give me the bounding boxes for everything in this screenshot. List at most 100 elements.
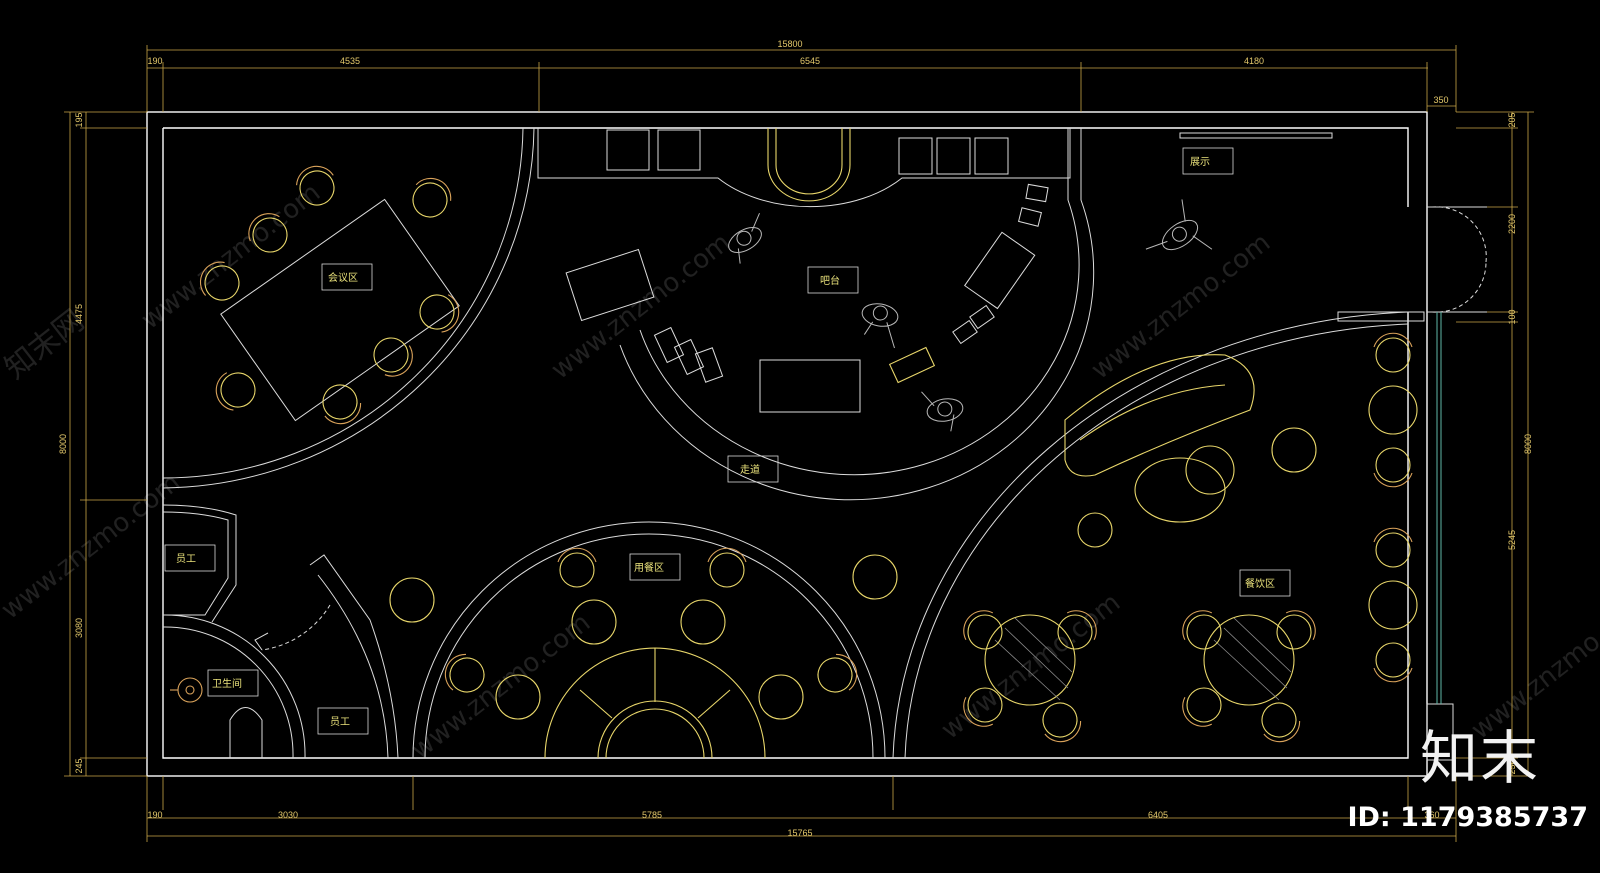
dim-top-seg: 4535: [340, 56, 360, 66]
dim-top-right: 350: [1433, 95, 1448, 105]
dim-bottom-seg: 360: [1424, 810, 1439, 820]
chair: [1373, 332, 1413, 373]
banquette-inner-edge: [605, 708, 705, 759]
outer-wall: [146, 111, 1428, 777]
watermark-text: www.znzmo.com: [0, 468, 186, 626]
toilet: [229, 707, 263, 758]
dining-table: [495, 674, 541, 720]
restroom-arc-inner: [162, 626, 294, 759]
meeting-table: [220, 198, 460, 422]
label-bar: 吧台: [820, 274, 840, 287]
dim-left-total: 8000: [58, 434, 68, 454]
dining-area: [389, 547, 898, 759]
banquette-dividers: [579, 648, 731, 719]
chair: [444, 653, 485, 693]
left-dim-lines: [64, 111, 147, 777]
dim-bottom-seg: 190: [147, 810, 162, 820]
watermark-text: www.znzmo.com: [936, 588, 1126, 746]
chair: [1057, 610, 1097, 650]
label-staff-bottom: 员工: [330, 716, 350, 728]
dim-right-total: 8000: [1523, 434, 1533, 454]
dining-table: [852, 554, 898, 600]
bar-niche-inner: [775, 128, 843, 195]
chair: [707, 547, 747, 588]
bar-counter-inner: [639, 128, 1080, 476]
label-dining: 用餐区: [634, 561, 664, 574]
label-box: [1239, 569, 1291, 597]
room-labels: 会议区 吧台 展示 走道 员工 卫生间 员工 用餐区 餐饮区: [164, 147, 1291, 735]
bar-cabinet: [657, 129, 701, 171]
sink: [936, 137, 971, 175]
washbasin: [177, 677, 203, 703]
washbasin-drain: [185, 685, 195, 695]
label-box: [807, 266, 859, 294]
dining-table: [758, 674, 804, 720]
meeting-arc-inner: [162, 127, 524, 479]
label-corridor: 走道: [740, 463, 760, 476]
chair: [1261, 702, 1301, 743]
staff-room-wall-outer: [162, 504, 237, 623]
side-table: [1271, 427, 1317, 473]
meeting-chairs: [199, 165, 460, 425]
label-box: [629, 553, 681, 581]
chair: [1373, 527, 1413, 568]
person-figure: [861, 303, 899, 349]
chair: [1373, 447, 1413, 488]
dim-right-seg: 5245: [1507, 530, 1517, 550]
round-table: [1203, 614, 1295, 706]
chair: [963, 687, 1003, 727]
bar-display-case: [759, 359, 861, 413]
bottom-dim-lines: [146, 776, 1457, 842]
coffee-table: [1134, 457, 1226, 523]
bar-item: [1017, 207, 1043, 227]
dim-right-seg: 100: [1507, 309, 1517, 324]
chair: [199, 261, 240, 301]
label-box: [164, 544, 216, 572]
bar-item: [694, 347, 724, 383]
chair: [1042, 702, 1082, 743]
chair: [963, 610, 1003, 650]
chair: [1182, 610, 1222, 650]
side-table: [1077, 512, 1113, 548]
chair: [248, 213, 288, 253]
brand-logo: 知末: [1419, 724, 1540, 792]
door-frame: [1427, 206, 1487, 313]
walls: [146, 111, 1487, 777]
label-lounge: 餐饮区: [1245, 577, 1275, 590]
lounge-area: [963, 332, 1418, 743]
dim-bottom-seg: 5785: [642, 810, 662, 820]
dim-right-seg: 205: [1507, 112, 1517, 127]
inner-wall: [162, 127, 1409, 759]
bar-appliance: [963, 231, 1036, 310]
sink: [898, 137, 933, 175]
dim-left-seg: 4475: [74, 304, 84, 324]
label-display: 展示: [1190, 156, 1210, 168]
window-table: [1368, 580, 1418, 630]
chair: [215, 372, 256, 411]
coffee-machine: [565, 248, 655, 322]
chair: [296, 165, 335, 206]
chair: [322, 384, 362, 425]
person-figure: [921, 391, 964, 432]
people: [728, 199, 1213, 432]
dining-table: [389, 577, 435, 623]
bar-item: [952, 319, 978, 345]
dining-arc-inner: [424, 533, 874, 759]
bar-back-wall: [537, 128, 1071, 208]
coffee-table: [1185, 445, 1235, 495]
chair: [557, 547, 597, 588]
dining-arc: [412, 521, 886, 759]
display-rail: [1179, 132, 1333, 139]
chair: [1182, 687, 1222, 727]
person-figure: [728, 212, 762, 264]
dim-bottom-seg: 6405: [1148, 810, 1168, 820]
display-shelf: [1337, 311, 1425, 322]
watermark-text: www.znzmo.com: [406, 608, 596, 766]
entry-door-swing: [1431, 206, 1487, 313]
sink: [974, 137, 1009, 175]
watermark-text: www.znzmo.com: [546, 228, 736, 386]
watermark-layer: www.znzmo.com www.znzmo.com www.znzmo.co…: [0, 178, 1600, 766]
chair: [1276, 610, 1316, 650]
dim-top-seg: 4180: [1244, 56, 1264, 66]
